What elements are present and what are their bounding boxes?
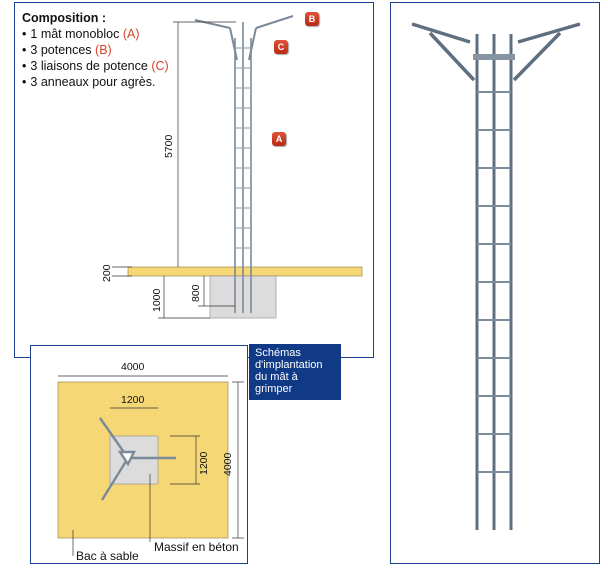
dim-top-base: 200 xyxy=(101,264,113,282)
dim-sandbox-width: 4000 xyxy=(121,361,145,373)
label-sandbox: Bac à sable xyxy=(76,549,139,563)
label-concrete: Massif en béton xyxy=(154,540,239,554)
badge-c: C xyxy=(274,40,288,54)
badge-b: B xyxy=(305,12,319,26)
mast-detail-arms xyxy=(411,22,581,82)
mast-rungs xyxy=(235,47,251,249)
dim-block-width: 1200 xyxy=(121,394,145,406)
composition-title: Composition : xyxy=(22,11,107,25)
mast-detail-collar xyxy=(473,54,515,60)
dim-mast-height: 5700 xyxy=(163,134,175,158)
arms-elevation xyxy=(194,15,294,61)
composition-list: Composition : 1 mât monobloc (A) 3 poten… xyxy=(22,10,169,90)
caption-box: Schémas d'implantation du mât à grimper xyxy=(249,344,341,400)
sand-slab xyxy=(127,266,363,277)
composition-item: 3 potences (B) xyxy=(22,42,169,58)
composition-item: 3 anneaux pour agrès. xyxy=(22,74,169,90)
dim-block-height: 1200 xyxy=(198,451,210,475)
dim-foundation-depth: 1000 xyxy=(151,288,163,312)
dim-block-depth: 800 xyxy=(190,284,202,302)
composition-item: 3 liaisons de potence (C) xyxy=(22,58,168,74)
mast-detail-rungs xyxy=(477,91,511,473)
dim-sandbox-height: 4000 xyxy=(222,452,234,476)
tripod-plan xyxy=(99,417,176,501)
badge-a: A xyxy=(272,132,286,146)
composition-item: 1 mât monobloc (A) xyxy=(22,26,169,42)
